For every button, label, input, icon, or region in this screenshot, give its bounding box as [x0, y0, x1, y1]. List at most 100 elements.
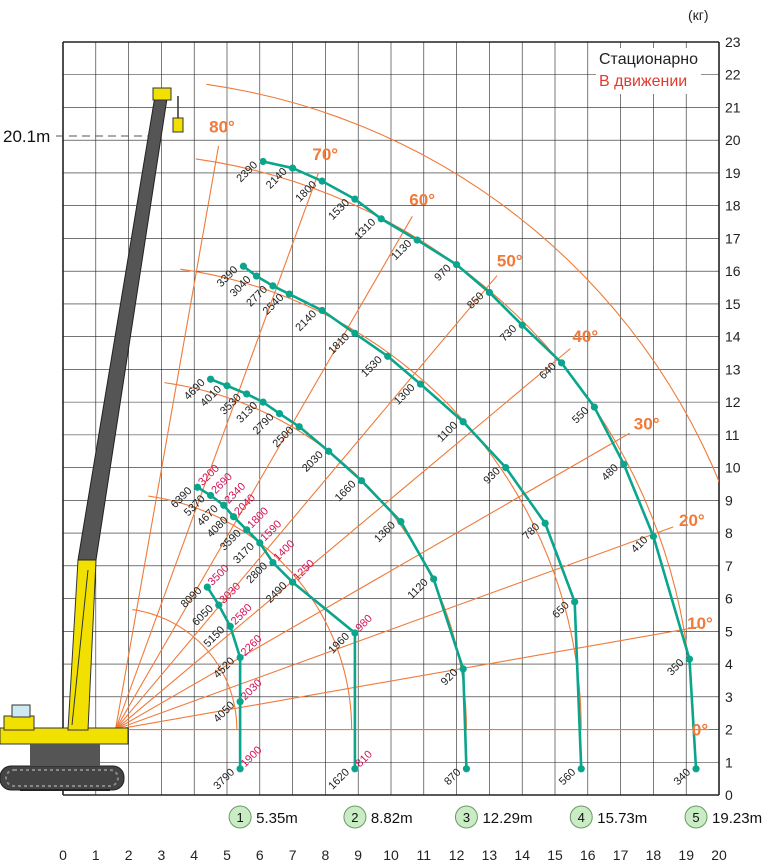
load-point — [351, 629, 359, 637]
x-tick-label: 13 — [482, 847, 498, 863]
boom-id-badge — [343, 805, 367, 829]
x-tick-label: 19 — [678, 847, 694, 863]
max-height-label: 20.1m — [3, 127, 50, 146]
load-point — [430, 575, 438, 583]
y-tick-label: 18 — [725, 198, 741, 214]
x-tick-label: 2 — [125, 847, 133, 863]
load-point — [295, 423, 303, 431]
boom-id: 5 — [692, 810, 699, 825]
load-point — [236, 765, 244, 773]
boom-id-badge — [454, 805, 478, 829]
angle-label: 60° — [409, 190, 435, 209]
y-tick-label: 12 — [725, 394, 741, 410]
load-point — [397, 518, 405, 526]
load-point — [692, 765, 700, 773]
load-point — [462, 765, 471, 773]
load-point — [289, 578, 297, 586]
load-point — [236, 698, 244, 706]
angle-label: 0° — [692, 721, 708, 740]
load-point — [351, 765, 359, 773]
x-tick-label: 9 — [354, 847, 362, 863]
crane-illustration — [0, 704, 129, 791]
x-tick-label: 6 — [256, 847, 264, 863]
load-point — [256, 539, 264, 547]
legend-moving: В движении — [599, 73, 688, 90]
load-point — [243, 526, 251, 534]
x-tick-label: 3 — [158, 847, 166, 863]
angle-ray — [114, 172, 320, 730]
x-tick-label: 10 — [383, 847, 399, 863]
angle-ray — [115, 626, 701, 731]
angle-ray — [115, 275, 498, 730]
y-tick-label: 14 — [725, 329, 741, 345]
load-point — [207, 491, 215, 500]
load-point — [377, 215, 385, 223]
load-point — [259, 157, 267, 166]
y-tick-label: 19 — [725, 165, 741, 181]
load-point — [215, 601, 223, 609]
load-point — [236, 653, 244, 662]
load-point — [453, 261, 461, 269]
load-point — [384, 352, 392, 360]
y-tick-label: 3 — [725, 689, 733, 705]
y-tick-label: 6 — [725, 591, 733, 607]
load-point — [620, 460, 628, 468]
load-point — [229, 513, 238, 521]
load-point — [459, 665, 467, 673]
x-tick-label: 5 — [223, 847, 231, 863]
angle-label: 40° — [572, 327, 598, 346]
load-point — [207, 375, 215, 383]
x-tick-label: 18 — [646, 847, 662, 863]
load-point — [318, 306, 326, 315]
load-point — [649, 532, 658, 540]
x-tick-label: 12 — [449, 847, 465, 863]
angle-labels: 80°70°60°50°40°30°20°10°0° — [209, 118, 713, 740]
load-point — [226, 622, 234, 630]
load-point — [413, 236, 421, 244]
grid — [62, 41, 720, 796]
load-point — [243, 390, 251, 398]
angle-label: 20° — [679, 511, 705, 530]
load-point — [285, 290, 293, 298]
load-point — [571, 598, 579, 606]
y-tick-label: 4 — [725, 656, 733, 672]
x-tick-label: 20 — [711, 847, 727, 863]
load-curves — [193, 157, 700, 773]
load-point — [239, 262, 247, 270]
boom-length: 15.73m — [597, 810, 647, 827]
load-point — [289, 164, 297, 172]
load-point — [416, 380, 425, 388]
load-point — [223, 382, 231, 390]
angle-label: 30° — [634, 414, 660, 433]
angle-ray — [115, 432, 630, 730]
y-tick-label: 9 — [725, 492, 733, 508]
load-point — [357, 477, 366, 485]
angle-ray — [115, 216, 413, 730]
hook-arc — [148, 495, 353, 730]
boom-length: 8.82m — [371, 810, 413, 827]
hook-arc — [206, 83, 719, 483]
angle-label: 50° — [497, 252, 523, 271]
y-tick-label: 20 — [725, 132, 741, 148]
y-tick-label: 10 — [725, 460, 741, 476]
hook-arc — [132, 609, 238, 730]
load-point — [193, 483, 202, 491]
x-tick-label: 11 — [417, 847, 432, 863]
angle-ray — [115, 348, 571, 730]
boom-id-badge — [684, 805, 708, 829]
y-tick-label: 23 — [725, 34, 741, 50]
x-tick-label: 7 — [289, 847, 297, 863]
load-point — [459, 418, 467, 426]
load-point — [351, 195, 359, 203]
unit-label: (кг) — [688, 7, 709, 23]
y-tick-label: 13 — [725, 361, 741, 377]
x-tick-label: 17 — [613, 847, 629, 863]
y-tick-label: 1 — [725, 754, 733, 770]
load-curve — [196, 486, 357, 769]
angle-rays — [114, 145, 710, 731]
load-point — [485, 288, 493, 297]
boom-id: 4 — [578, 810, 585, 825]
boom-id: 2 — [351, 810, 358, 825]
